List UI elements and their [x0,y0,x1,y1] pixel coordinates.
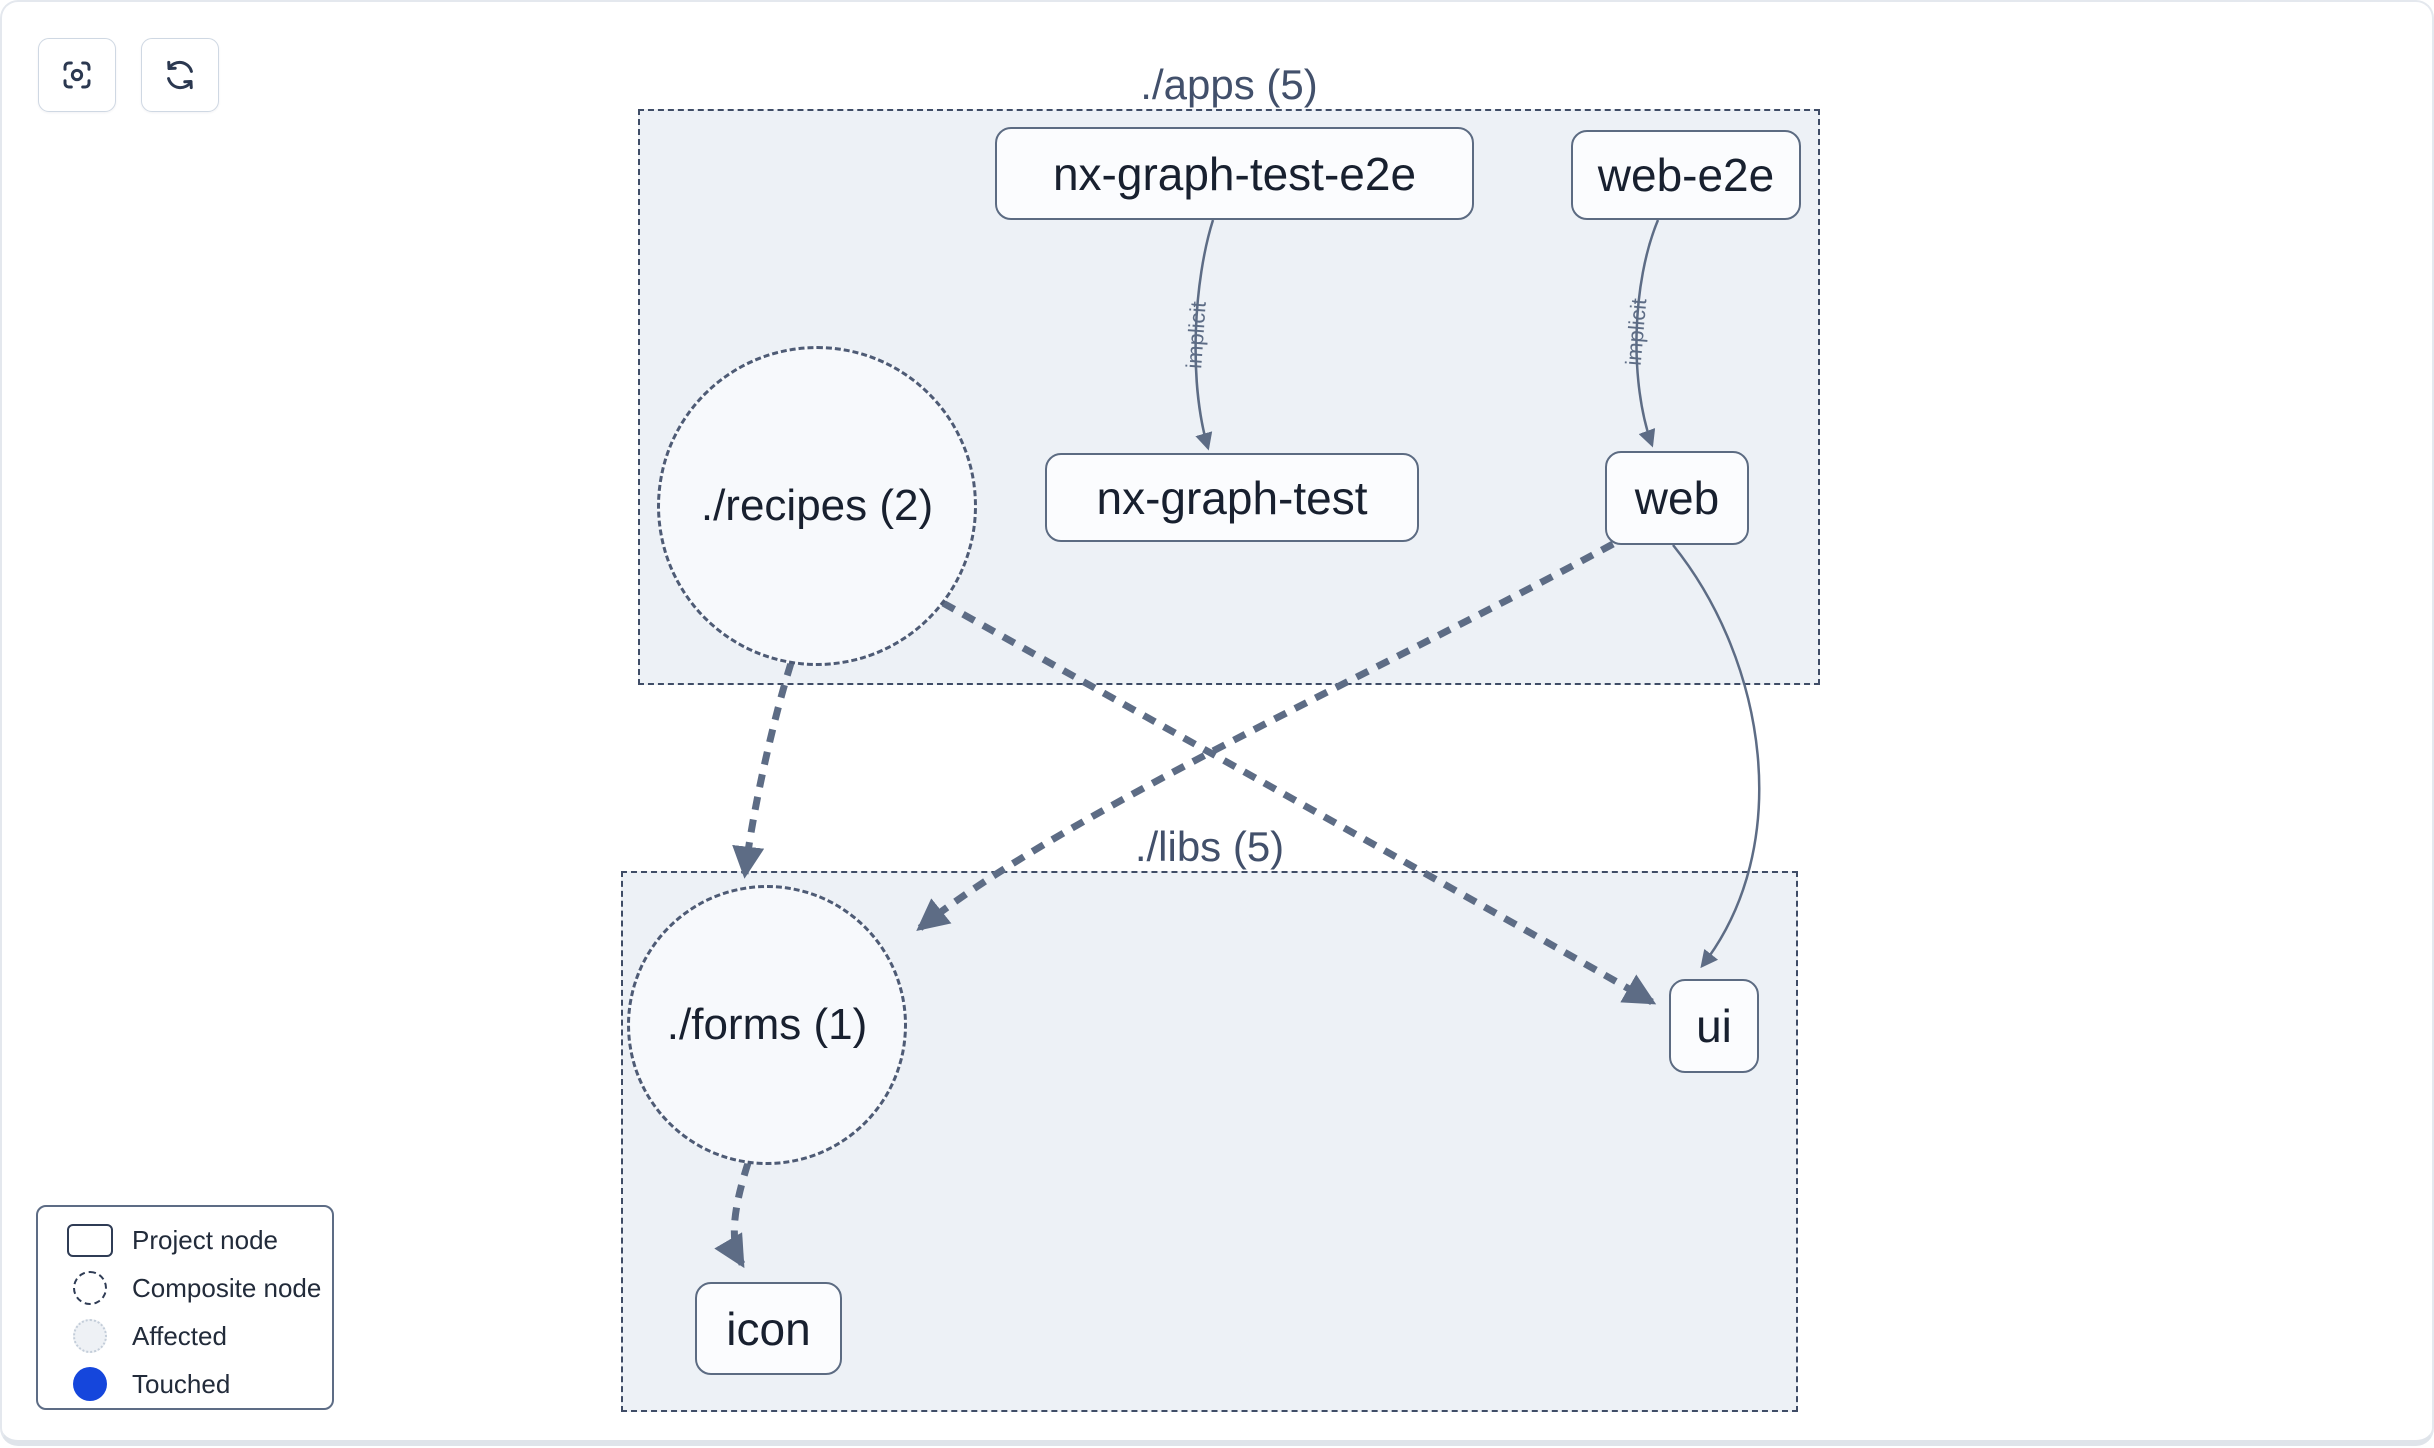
refresh-icon [167,60,193,90]
legend-item-project-node: Project node [38,1216,332,1264]
node-web-label: web [1634,472,1720,524]
legend-label: Project node [132,1224,278,1255]
refresh-button[interactable] [141,38,219,112]
composite-node-forms-label: ./forms (1) [666,1000,868,1049]
node-web[interactable]: web [1605,451,1749,545]
touched-symbol [62,1367,118,1401]
focus-icon [63,61,91,89]
node-ui-label: ui [1696,1000,1732,1052]
node-ui[interactable]: ui [1669,979,1759,1073]
node-icon-label: icon [726,1302,811,1355]
legend-item-composite-node: Composite node [38,1264,332,1312]
project-node-symbol [62,1223,118,1257]
zoom-to-fit-button[interactable] [38,38,116,112]
node-web-e2e-label: web-e2e [1597,149,1775,201]
legend-label: Affected [132,1320,227,1351]
legend-label: Composite node [132,1272,322,1303]
node-nx-graph-test-label: nx-graph-test [1096,471,1368,524]
node-nx-graph-test[interactable]: nx-graph-test [1045,453,1419,542]
group-apps-label: ./apps (5) [1140,61,1318,108]
group-libs-label: ./libs (5) [1134,823,1285,870]
legend-item-touched: Touched [38,1360,332,1408]
composite-node-recipes[interactable]: ./recipes (2) [657,346,977,666]
legend-item-affected: Affected [38,1312,332,1360]
composite-node-symbol [62,1271,118,1305]
affected-symbol [62,1319,118,1353]
node-web-e2e[interactable]: web-e2e [1571,130,1801,220]
composite-node-forms[interactable]: ./forms (1) [627,885,907,1165]
node-nx-graph-test-e2e-label: nx-graph-test-e2e [1052,147,1417,200]
composite-node-recipes-label: ./recipes (2) [700,481,934,530]
toolbar [38,38,219,112]
legend-label: Touched [132,1368,231,1399]
node-icon[interactable]: icon [695,1282,842,1375]
node-nx-graph-test-e2e[interactable]: nx-graph-test-e2e [995,127,1474,220]
legend: Project node Composite node Affected Tou… [36,1205,334,1410]
